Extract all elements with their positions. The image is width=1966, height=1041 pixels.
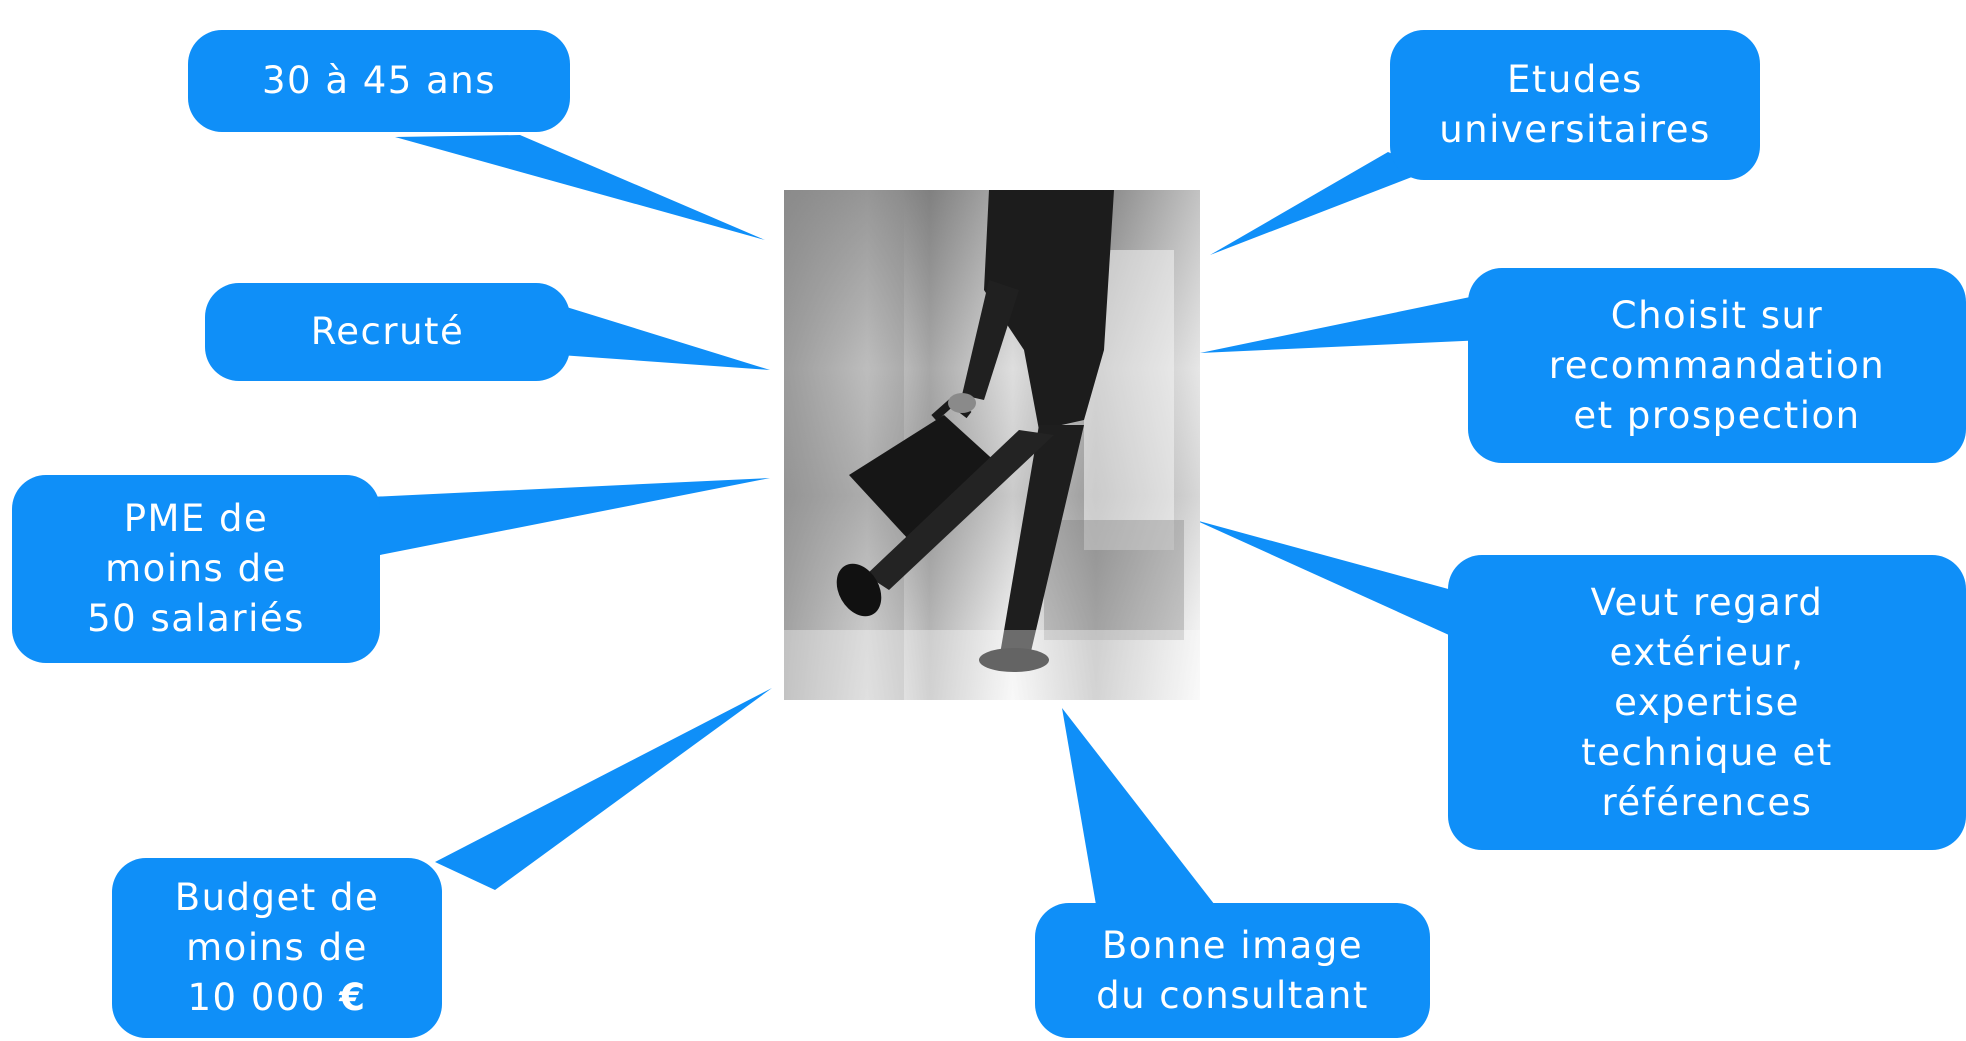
tail-choice	[1200, 296, 1485, 353]
bubble-age: 30 à 45 ans	[188, 30, 570, 132]
bubble-choice-text: Choisit sur recommandation et prospectio…	[1549, 291, 1885, 441]
bubble-age-text: 30 à 45 ans	[262, 56, 496, 106]
tail-age	[395, 135, 765, 240]
euro-symbol: €	[339, 976, 366, 1019]
bubble-company-text: PME de moins de 50 salariés	[87, 494, 305, 644]
tail-budget	[435, 688, 772, 890]
bubble-company: PME de moins de 50 salariés	[12, 475, 380, 663]
tail-wants	[1195, 520, 1460, 640]
bubble-education-text: Etudes universitaires	[1439, 55, 1711, 155]
tail-recruited	[560, 305, 770, 370]
tail-company	[370, 478, 770, 555]
bubble-image: Bonne image du consultant	[1035, 903, 1430, 1038]
bubble-budget: Budget de moins de 10 000 €	[112, 858, 442, 1038]
tail-image	[1062, 708, 1225, 928]
bubble-recruited: Recruté	[205, 283, 570, 381]
bubble-wants-text: Veut regard extérieur, expertise techniq…	[1581, 578, 1833, 828]
bubble-wants: Veut regard extérieur, expertise techniq…	[1448, 555, 1966, 850]
businessman-photo	[784, 190, 1200, 700]
bubble-choice: Choisit sur recommandation et prospectio…	[1468, 268, 1966, 463]
bubble-education: Etudes universitaires	[1390, 30, 1760, 180]
bubble-recruited-text: Recruté	[311, 307, 465, 357]
bubble-budget-text: Budget de moins de 10 000 €	[175, 873, 380, 1023]
bubble-image-text: Bonne image du consultant	[1096, 921, 1369, 1021]
